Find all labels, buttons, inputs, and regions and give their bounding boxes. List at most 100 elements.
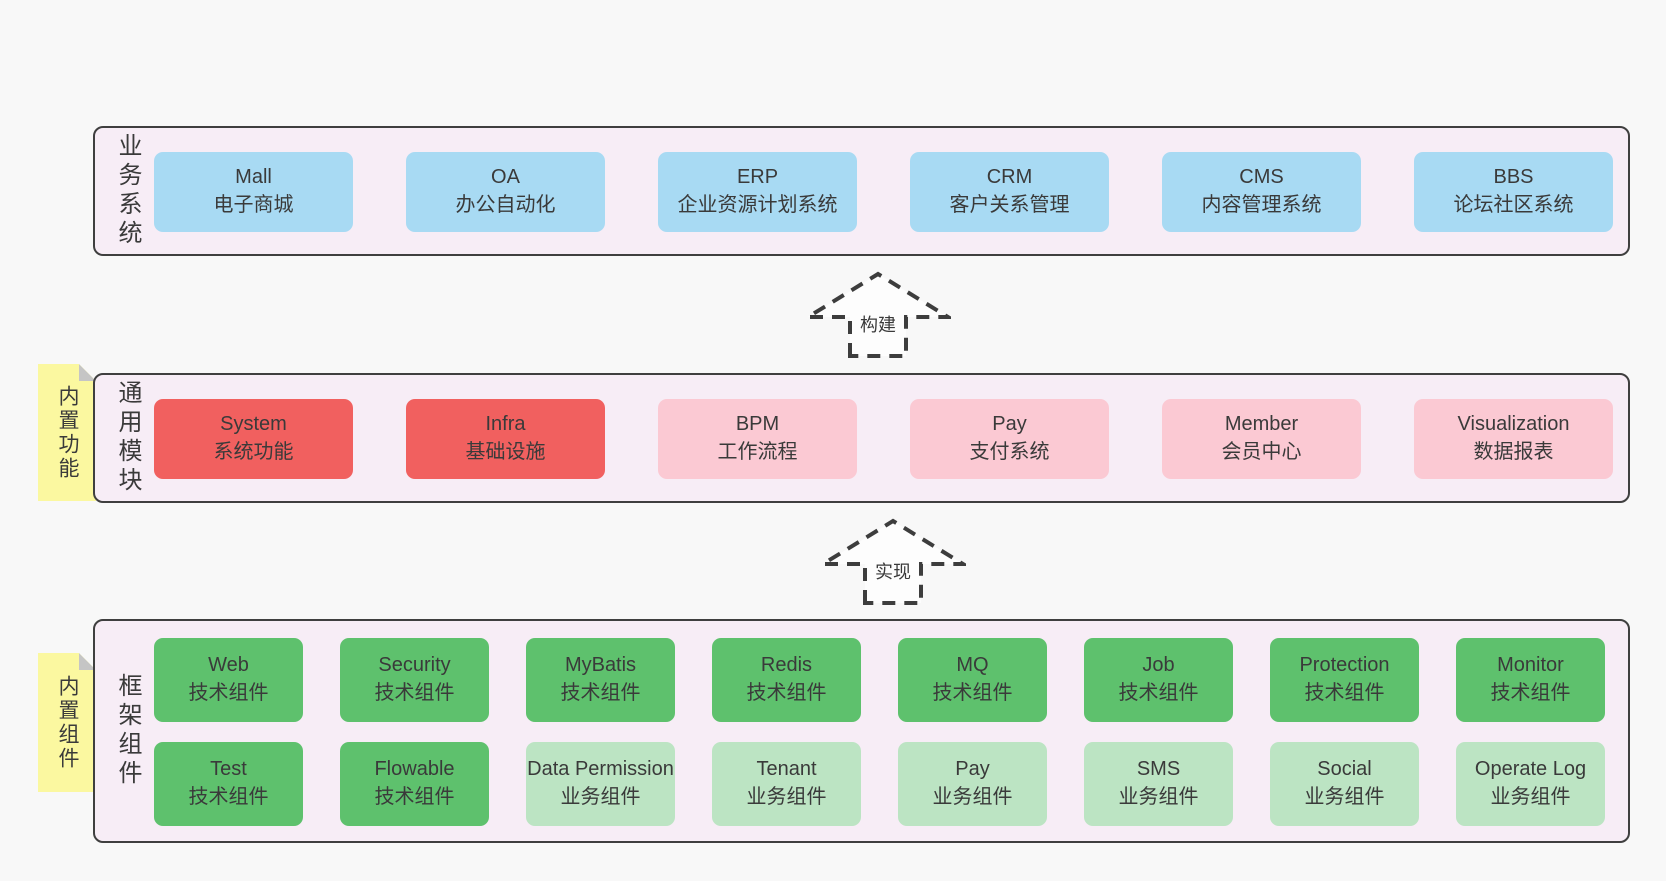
module-box-protection: Protection 技术组件 — [1270, 638, 1419, 722]
module-name: Infra — [485, 413, 526, 436]
layer-label: 通用模块 — [114, 380, 141, 496]
module-desc: 技术组件 — [746, 682, 827, 704]
module-box-oa: OA 办公自动化 — [406, 152, 605, 232]
arrow-label: 构建 — [858, 311, 898, 337]
module-desc: 技术组件 — [560, 682, 641, 704]
module-desc: 技术组件 — [932, 682, 1013, 704]
module-box-system: System 系统功能 — [154, 399, 353, 479]
module-desc: 企业资源计划系统 — [677, 194, 838, 216]
module-name: Protection — [1299, 654, 1390, 677]
module-desc: 客户关系管理 — [949, 194, 1070, 216]
module-box-web: Web 技术组件 — [154, 638, 303, 722]
module-box-bpm: BPM 工作流程 — [658, 399, 857, 479]
module-box-erp: ERP 企业资源计划系统 — [658, 152, 857, 232]
module-box-job: Job 技术组件 — [1084, 638, 1233, 722]
module-box-bbs: BBS 论坛社区系统 — [1414, 152, 1613, 232]
module-desc: 系统功能 — [213, 441, 294, 463]
module-box-member: Member 会员中心 — [1162, 399, 1361, 479]
module-name: BPM — [735, 413, 780, 436]
module-name: CMS — [1239, 166, 1284, 189]
module-desc: 数据报表 — [1473, 441, 1554, 463]
module-name: ERP — [736, 166, 779, 189]
module-desc: 技术组件 — [374, 682, 455, 704]
layer-label: 框架组件 — [114, 673, 141, 789]
module-desc: 业务组件 — [932, 786, 1013, 808]
module-name: Pay — [992, 413, 1027, 436]
layer-common-modules: 通用模块 System 系统功能 Infra 基础设施 BPM 工作流程 Pay 支付系统 Me… — [93, 373, 1630, 503]
module-box-operate-log: Operate Log 业务组件 — [1456, 742, 1605, 826]
module-desc: 业务组件 — [1304, 786, 1385, 808]
sticky-note-label: 内置组件 — [56, 674, 79, 771]
module-name: MyBatis — [564, 654, 637, 677]
module-name: MQ — [956, 654, 989, 677]
module-box-visualization: Visualization 数据报表 — [1414, 399, 1613, 479]
module-box-crm: CRM 客户关系管理 — [910, 152, 1109, 232]
sticky-note-builtin-features: 内置功能 — [38, 364, 96, 501]
module-desc: 基础设施 — [465, 441, 546, 463]
module-box-pay: Pay 业务组件 — [898, 742, 1047, 826]
module-box-social: Social 业务组件 — [1270, 742, 1419, 826]
module-box-tenant: Tenant 业务组件 — [712, 742, 861, 826]
module-desc: 技术组件 — [1490, 682, 1571, 704]
module-name: Tenant — [756, 758, 817, 781]
arrow-label: 实现 — [873, 558, 913, 584]
sticky-note-builtin-components: 内置组件 — [38, 653, 96, 792]
arrow-implement: 实现 — [820, 517, 966, 607]
module-box-cms: CMS 内容管理系统 — [1162, 152, 1361, 232]
module-name: SMS — [1136, 758, 1181, 781]
module-name: CRM — [986, 166, 1033, 189]
module-desc: 技术组件 — [1118, 682, 1199, 704]
module-name: Monitor — [1497, 654, 1564, 677]
module-desc: 内容管理系统 — [1201, 194, 1322, 216]
module-name: Social — [1317, 758, 1372, 781]
module-desc: 支付系统 — [969, 441, 1050, 463]
module-box-monitor: Monitor 技术组件 — [1456, 638, 1605, 722]
arrow-build: 构建 — [805, 270, 951, 360]
box-row: System 系统功能 Infra 基础设施 BPM 工作流程 Pay 支付系统 Member 会… — [154, 399, 1613, 479]
layer-label: 业务系统 — [114, 133, 141, 249]
module-name: Job — [1142, 654, 1175, 677]
module-name: Pay — [955, 758, 990, 781]
module-name: Flowable — [374, 758, 455, 781]
module-box-test: Test 技术组件 — [154, 742, 303, 826]
module-name: Web — [208, 654, 249, 677]
module-name: Member — [1224, 413, 1299, 436]
module-box-mq: MQ 技术组件 — [898, 638, 1047, 722]
module-desc: 技术组件 — [188, 682, 269, 704]
module-desc: 业务组件 — [1118, 786, 1199, 808]
module-desc: 技术组件 — [374, 786, 455, 808]
module-desc: 技术组件 — [188, 786, 269, 808]
module-desc: 办公自动化 — [455, 194, 556, 216]
module-box-sms: SMS 业务组件 — [1084, 742, 1233, 826]
module-name: Visualization — [1457, 413, 1570, 436]
module-name: Operate Log — [1474, 758, 1587, 781]
module-name: System — [220, 413, 287, 436]
module-name: OA — [491, 166, 520, 189]
module-box-flowable: Flowable 技术组件 — [340, 742, 489, 826]
module-desc: 业务组件 — [1490, 786, 1571, 808]
module-box-mybatis: MyBatis 技术组件 — [526, 638, 675, 722]
module-desc: 会员中心 — [1221, 441, 1302, 463]
module-desc: 论坛社区系统 — [1453, 194, 1574, 216]
module-name: Redis — [760, 654, 813, 677]
module-name: Test — [210, 758, 247, 781]
module-desc: 业务组件 — [560, 786, 641, 808]
module-desc: 业务组件 — [746, 786, 827, 808]
module-desc: 技术组件 — [1304, 682, 1385, 704]
module-desc: 工作流程 — [717, 441, 798, 463]
module-name: BBS — [1493, 166, 1534, 189]
sticky-note-label: 内置功能 — [56, 384, 79, 481]
module-box-pay: Pay 支付系统 — [910, 399, 1109, 479]
module-box-redis: Redis 技术组件 — [712, 638, 861, 722]
module-desc: 电子商城 — [213, 194, 294, 216]
module-box-infra: Infra 基础设施 — [406, 399, 605, 479]
